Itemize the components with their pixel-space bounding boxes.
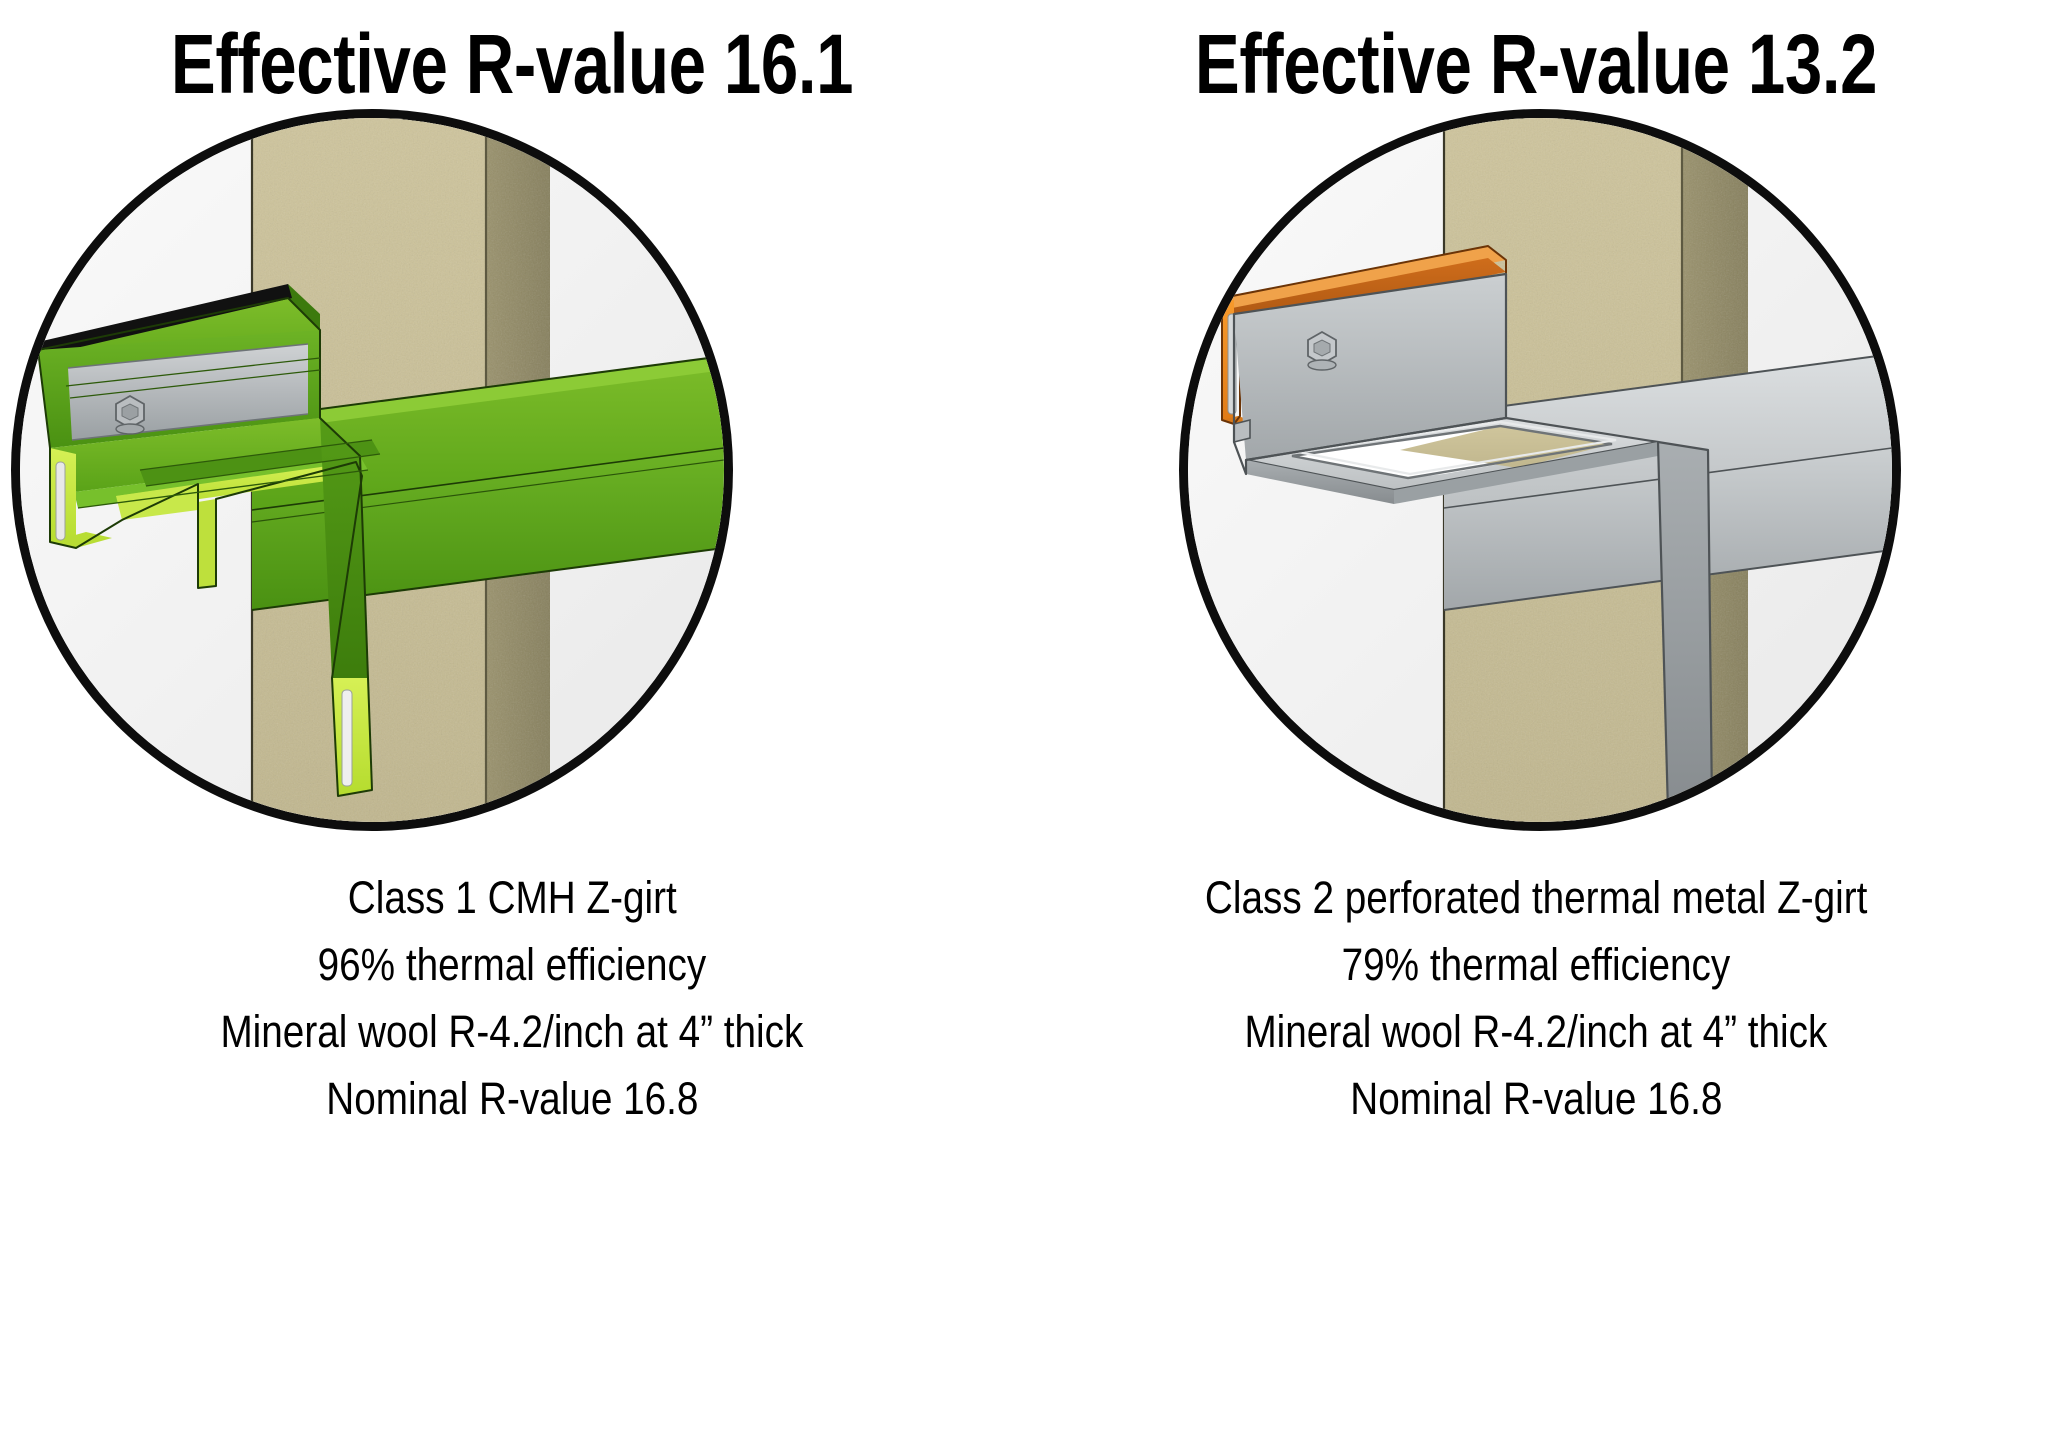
caption-nominal-r: Nominal R-value 16.8	[325, 1073, 699, 1124]
caption-efficiency: 79% thermal efficiency	[1341, 939, 1731, 990]
caption-insulation: Mineral wool R-4.2/inch at 4” thick	[1244, 1006, 1828, 1057]
panel-right-illustration-wrap	[1036, 116, 2036, 846]
caption-product: Class 2 perforated thermal metal Z-girt	[1204, 872, 1868, 923]
panel-right-title: Effective R-value 13.2	[1194, 17, 1878, 111]
left-scene	[20, 118, 724, 822]
perforation-hole	[1291, 420, 1617, 480]
panel-left: Effective R-value 16.1	[0, 17, 1024, 1132]
caption-efficiency: 96% thermal efficiency	[317, 939, 707, 990]
right-scene	[1188, 118, 1892, 822]
panel-right-captions: Class 2 perforated thermal metal Z-girt …	[1024, 864, 2048, 1132]
caption-product: Class 1 CMH Z-girt	[347, 872, 677, 923]
panel-left-title: Effective R-value 16.1	[170, 17, 854, 111]
panel-left-illustration-wrap	[12, 116, 1012, 846]
panel-left-captions: Class 1 CMH Z-girt 96% thermal efficienc…	[0, 864, 1024, 1132]
class-2-perforated-thermal-metal-z-girt-illustration	[1188, 118, 1892, 822]
caption-insulation: Mineral wool R-4.2/inch at 4” thick	[220, 1006, 804, 1057]
caption-nominal-r: Nominal R-value 16.8	[1349, 1073, 1723, 1124]
class-1-cmh-z-girt-illustration	[20, 118, 724, 822]
panel-right: Effective R-value 13.2	[1024, 0, 2048, 1431]
